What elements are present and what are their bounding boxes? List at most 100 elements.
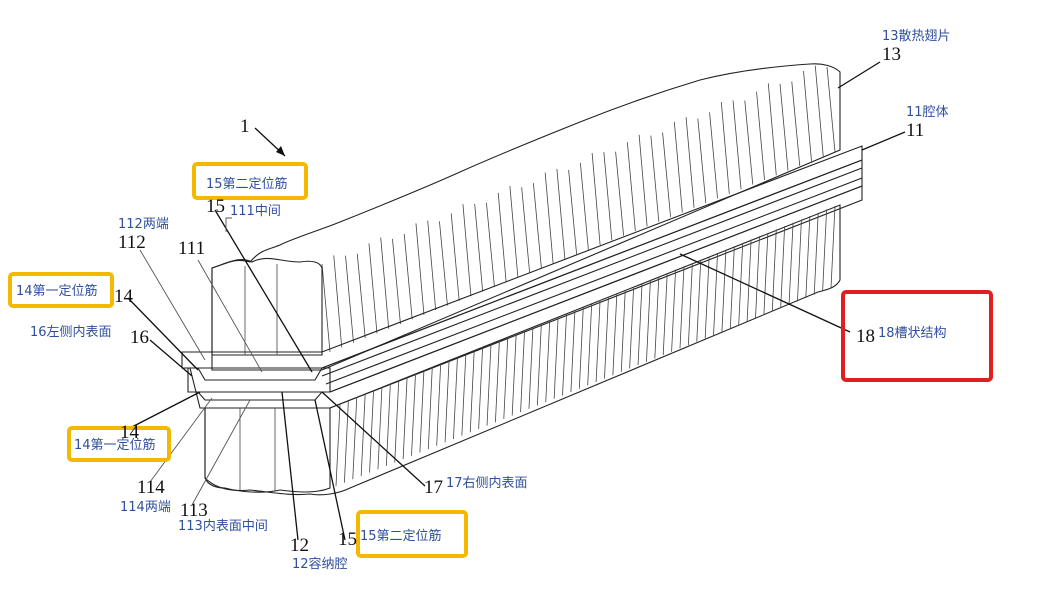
assembly-number: 1 bbox=[240, 116, 250, 137]
upper-fin-line bbox=[779, 83, 789, 171]
lower-fin-line bbox=[511, 333, 517, 416]
lower-fin-line bbox=[394, 380, 400, 463]
upper-fin-line bbox=[673, 121, 683, 213]
lower-fin-block bbox=[204, 204, 841, 496]
groove-line-b bbox=[325, 177, 863, 385]
label-113: 113内表面中间 bbox=[178, 518, 268, 534]
leader-assembly-arrow bbox=[276, 146, 285, 156]
upper-fin-line bbox=[321, 263, 331, 353]
label-18: 18槽状结构 bbox=[878, 326, 947, 341]
lower-fin-line bbox=[696, 259, 702, 342]
upper-fin-line bbox=[579, 162, 589, 250]
label-11: 11腔体 bbox=[906, 105, 949, 120]
lower-fin-line bbox=[360, 393, 366, 476]
upper-fin-line bbox=[720, 102, 730, 194]
label-15-top: 15第二定位筋 bbox=[206, 176, 288, 192]
lower-fin-line bbox=[503, 336, 509, 419]
lower-fin-line bbox=[713, 252, 718, 336]
lower-fin-line bbox=[704, 256, 710, 339]
lower-fin-line bbox=[813, 212, 819, 295]
lower-fin-line bbox=[771, 229, 777, 312]
upper-fin-line bbox=[744, 100, 754, 185]
leader-14-top bbox=[127, 297, 199, 371]
leader-111-down bbox=[197, 259, 263, 373]
lower-fin-line bbox=[444, 360, 450, 443]
lower-fin-front-face bbox=[204, 407, 331, 493]
lower-fin-line bbox=[662, 273, 668, 356]
upper-fin-line bbox=[380, 237, 390, 329]
cavity-rail bbox=[189, 159, 863, 393]
lower-fin-line bbox=[520, 330, 525, 413]
leader-14-bottom bbox=[129, 391, 201, 429]
annotation-labels: 13散热翅片 11腔体 18槽状结构 15第二定位筋 111中间 112两端 1… bbox=[16, 28, 951, 572]
lower-fin-line bbox=[369, 390, 374, 473]
lower-fin-line bbox=[620, 289, 626, 372]
leader-12 bbox=[281, 391, 299, 541]
lower-fin-line bbox=[671, 269, 676, 352]
callout-number-114: 114 bbox=[137, 477, 165, 498]
highlight-box-14-top bbox=[8, 272, 114, 308]
callout-number-15-top: 15 bbox=[206, 196, 225, 217]
upper-fin-line bbox=[591, 153, 601, 246]
highlight-box-14-bottom bbox=[67, 426, 171, 462]
upper-fin-line bbox=[756, 91, 765, 180]
label-111: 111中间 bbox=[230, 204, 281, 219]
lower-fin-line bbox=[377, 387, 383, 470]
upper-fin-line bbox=[403, 233, 413, 320]
lower-fin-line bbox=[729, 246, 735, 329]
upper-fin-line bbox=[662, 132, 671, 218]
leader-11 bbox=[861, 131, 906, 151]
upper-fin-line bbox=[474, 203, 484, 292]
callout-number-112: 112 bbox=[118, 232, 146, 253]
lower-fin-line bbox=[343, 400, 349, 483]
upper-fin-top-outline bbox=[211, 63, 841, 371]
lower-fin-line bbox=[746, 239, 752, 322]
upper-fin-line bbox=[826, 66, 836, 153]
upper-fin-line bbox=[509, 186, 519, 278]
upper-fin-line bbox=[333, 255, 343, 348]
upper-fin-line bbox=[497, 192, 507, 283]
lower-fin-line bbox=[570, 310, 576, 393]
leader-113 bbox=[191, 399, 251, 506]
lower-fin-line bbox=[679, 266, 685, 349]
callout-number-18: 18 bbox=[856, 326, 875, 347]
lower-fin-line bbox=[536, 323, 542, 406]
upper-fin-line bbox=[486, 202, 495, 287]
lower-fin-line bbox=[419, 370, 425, 453]
upper-fin-line bbox=[650, 135, 660, 222]
lower-fin-line bbox=[763, 232, 769, 315]
callout-number-13: 13 bbox=[882, 44, 901, 65]
leader-18 bbox=[679, 253, 851, 333]
label-14-bottom: 14第一定位筋 bbox=[74, 437, 156, 453]
upper-fin-line bbox=[767, 83, 777, 176]
leader-15-bottom bbox=[314, 399, 346, 541]
leader-16 bbox=[149, 339, 193, 377]
upper-fin-line bbox=[415, 223, 425, 315]
callout-numbers: 1 13 11 18 15 111 112 14 16 14 114 113 1… bbox=[114, 44, 924, 556]
leader-114 bbox=[149, 397, 213, 483]
lower-fin-line bbox=[612, 293, 618, 376]
lower-fin-line bbox=[595, 299, 601, 382]
lower-fin-line bbox=[805, 216, 811, 299]
upper-fin-line bbox=[439, 221, 448, 306]
upper-fin-line bbox=[450, 213, 460, 301]
upper-fin-line bbox=[803, 71, 812, 162]
upper-fin-line bbox=[732, 100, 742, 190]
lower-fin-line bbox=[830, 205, 836, 289]
lower-fin-line bbox=[461, 353, 467, 436]
lower-fin-line bbox=[687, 263, 693, 346]
lower-fin-line bbox=[822, 209, 828, 292]
label-114: 114两端 bbox=[120, 500, 171, 515]
upper-fin-line bbox=[791, 81, 801, 166]
lower-fin-line bbox=[654, 276, 660, 359]
upper-fin-line bbox=[368, 243, 378, 334]
upper-fin-line bbox=[392, 238, 401, 325]
lower-fin-line bbox=[402, 377, 408, 460]
lower-fin-line bbox=[436, 363, 442, 446]
leader-lines bbox=[127, 61, 906, 541]
lower-fin-line bbox=[427, 367, 433, 450]
lower-fin-line bbox=[755, 236, 760, 319]
lower-fin-line bbox=[352, 397, 358, 480]
label-15-bottom: 15第二定位筋 bbox=[360, 528, 442, 544]
